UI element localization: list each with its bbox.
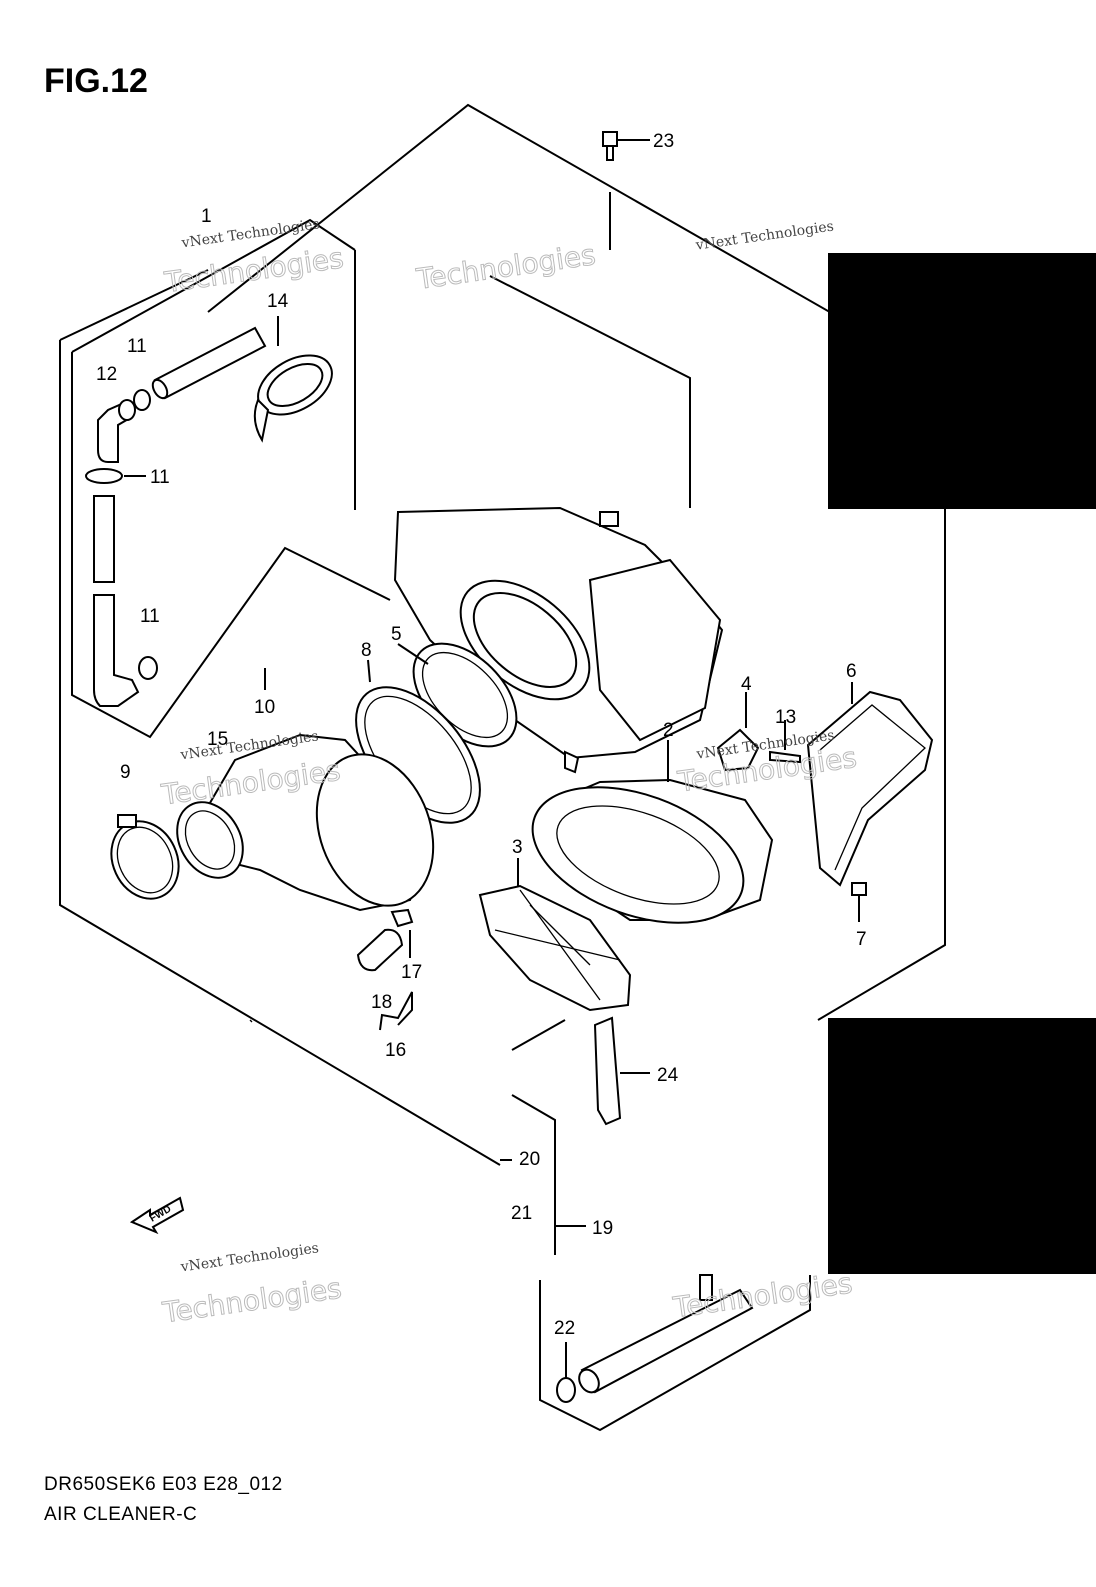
hose-part-22[interactable] <box>575 1274 754 1396</box>
clip-part-17[interactable] <box>390 908 414 958</box>
strap-part-24[interactable] <box>593 1016 650 1126</box>
label-part-17: 17 <box>401 962 422 983</box>
part-labels: 1 2 3 4 5 6 7 8 9 10 11 11 11 12 13 14 1… <box>96 131 867 1339</box>
drain-plug-part-18[interactable] <box>356 928 404 972</box>
clamp-part-11-a[interactable] <box>133 389 151 411</box>
label-part-12: 12 <box>96 364 117 385</box>
redaction-block-bottom <box>828 1018 1096 1274</box>
label-part-6: 6 <box>846 661 857 682</box>
watermark-group: vNext Technologies Technologies Technolo… <box>158 216 859 1330</box>
redaction-block-top <box>828 253 1096 509</box>
label-part-21: 21 <box>511 1203 532 1224</box>
label-part-10: 10 <box>254 697 275 718</box>
clamp-part-9[interactable] <box>99 810 191 910</box>
label-part-24: 24 <box>657 1065 679 1086</box>
screw-part-13[interactable] <box>769 720 801 764</box>
label-part-5: 5 <box>391 624 402 645</box>
assembly-frame <box>59 103 946 1432</box>
watermark-line1: vNext Technologies <box>694 218 835 253</box>
duct-part-14[interactable] <box>248 316 342 443</box>
label-part-11-b: 11 <box>150 467 170 488</box>
forward-arrow-icon: FWD <box>129 1196 185 1235</box>
label-part-9: 9 <box>120 762 131 783</box>
filter-element-part-2[interactable] <box>514 740 774 949</box>
clamp-part-11-b[interactable] <box>85 468 146 484</box>
cover-part-6[interactable] <box>806 682 934 887</box>
watermark-line2: Technologies <box>160 1272 344 1330</box>
inlet-boot-part-15[interactable] <box>164 733 453 922</box>
label-part-19: 19 <box>592 1218 613 1239</box>
label-part-8: 8 <box>361 640 372 661</box>
label-part-4: 4 <box>741 674 752 695</box>
hose-part-10[interactable] <box>93 495 266 707</box>
air-cleaner-case[interactable] <box>393 506 724 774</box>
clamp-part-22[interactable] <box>556 1342 576 1403</box>
label-part-3: 3 <box>512 837 523 858</box>
label-part-16: 16 <box>385 1040 406 1061</box>
label-part-22: 22 <box>554 1318 575 1339</box>
label-part-2: 2 <box>663 720 674 741</box>
grommet-part-4[interactable] <box>716 692 760 772</box>
label-part-1: 1 <box>201 206 212 227</box>
label-part-11-a: 11 <box>127 336 147 357</box>
label-part-14: 14 <box>267 291 289 312</box>
label-part-13: 13 <box>775 707 796 728</box>
filter-cage-part-3[interactable] <box>478 858 632 1012</box>
clamp-part-11-c[interactable] <box>138 656 158 680</box>
elbow-part-12[interactable] <box>97 399 136 463</box>
watermark-line2: Technologies <box>671 1267 855 1325</box>
breather-hose[interactable] <box>150 326 267 401</box>
figure-title: FIG.12 <box>44 62 148 100</box>
bolt-part-23[interactable] <box>602 131 650 161</box>
label-part-11-c: 11 <box>140 606 160 627</box>
label-part-7: 7 <box>856 929 867 950</box>
bolt-part-7[interactable] <box>851 882 867 922</box>
watermark-line1: vNext Technologies <box>179 1240 320 1275</box>
figure-name: AIR CLEANER-C <box>44 1504 198 1525</box>
leader-part-16 <box>379 991 413 1031</box>
label-part-18: 18 <box>371 992 392 1013</box>
watermark-line2: Technologies <box>414 238 598 296</box>
figure-code: DR650SEK6 E03 E28_012 <box>44 1474 283 1495</box>
label-part-23: 23 <box>653 131 674 152</box>
label-part-15: 15 <box>207 729 228 750</box>
label-part-20: 20 <box>519 1149 540 1170</box>
